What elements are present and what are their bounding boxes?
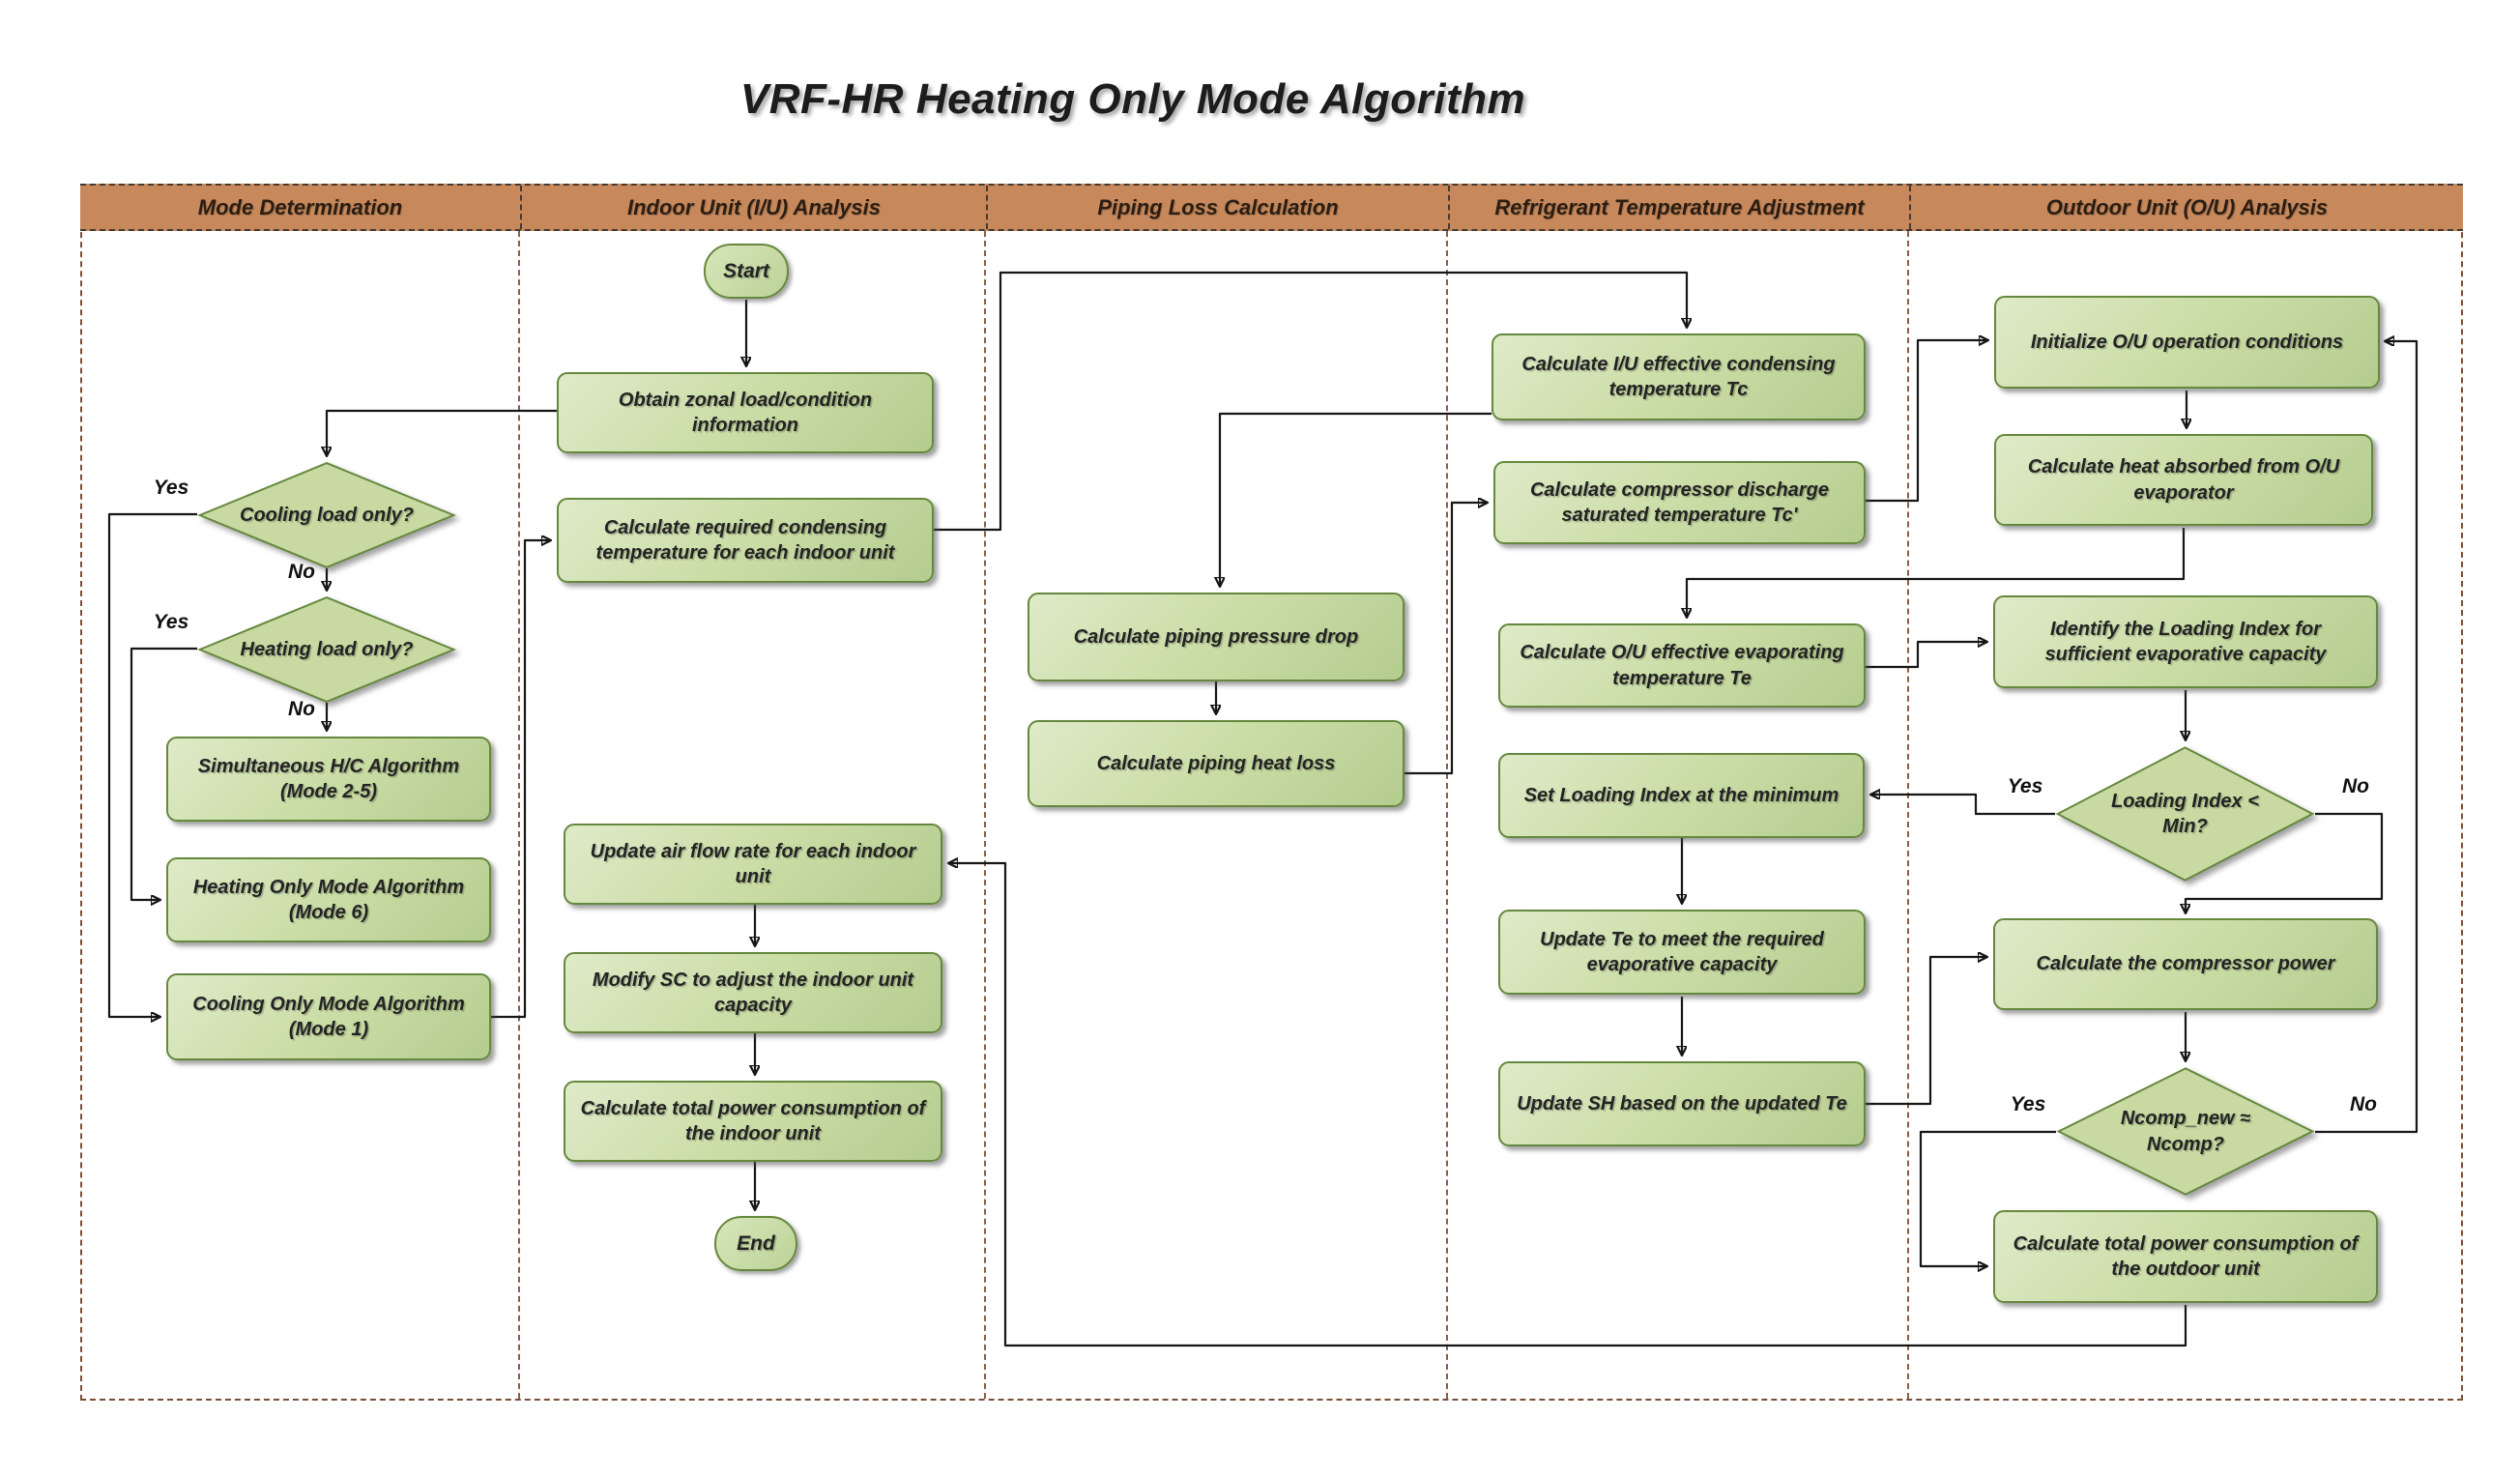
label-cooling-yes: Yes	[153, 477, 189, 499]
terminator-end: End	[714, 1216, 797, 1271]
process-calc-ou-evaporating-temp-te: Calculate O/U effective evaporating temp…	[1498, 623, 1866, 708]
lane-divider-4	[1907, 231, 1909, 1399]
label-heating-no: No	[288, 698, 315, 720]
label-ncomp-no: No	[2350, 1093, 2377, 1115]
lane-header-indoor-unit: Indoor Unit (I/U) Analysis	[520, 186, 986, 229]
page-title: VRF-HR Heating Only Mode Algorithm	[739, 75, 1526, 123]
process-initialize-ou-conditions: Initialize O/U operation conditions	[1994, 296, 2380, 389]
process-update-air-flow-rate: Update air flow rate for each indoor uni…	[564, 824, 942, 905]
decision-cooling-load-only: Cooling load only?	[197, 462, 456, 568]
label-heating-yes: Yes	[153, 611, 189, 633]
label-ncomp-yes: Yes	[2010, 1093, 2046, 1115]
decision-ncomp-converged: Ncomp_new ≈ Ncomp?	[2056, 1067, 2315, 1196]
process-calc-total-power-outdoor: Calculate total power consumption of the…	[1993, 1210, 2378, 1303]
lane-divider-1	[518, 231, 520, 1399]
process-set-loading-index-minimum: Set Loading Index at the minimum	[1498, 753, 1865, 838]
lane-header-piping-loss: Piping Loss Calculation	[986, 186, 1448, 229]
decision-loading-index-min: Loading Index < Min?	[2055, 746, 2315, 882]
process-calc-total-power-indoor: Calculate total power consumption of the…	[564, 1081, 942, 1162]
lane-header-outdoor-unit: Outdoor Unit (O/U) Analysis	[1909, 186, 2463, 229]
process-calc-compressor-power: Calculate the compressor power	[1993, 918, 2378, 1010]
terminator-start: Start	[704, 244, 789, 299]
process-heating-only-mode-algorithm: Heating Only Mode Algorithm (Mode 6)	[166, 857, 491, 942]
process-obtain-zonal-info: Obtain zonal load/condition information	[557, 372, 934, 453]
process-calc-piping-heat-loss: Calculate piping heat loss	[1028, 720, 1405, 807]
process-simultaneous-hc-algorithm: Simultaneous H/C Algorithm (Mode 2-5)	[166, 737, 491, 822]
process-calc-heat-absorbed: Calculate heat absorbed from O/U evapora…	[1994, 434, 2373, 526]
process-calc-piping-pressure-drop: Calculate piping pressure drop	[1028, 593, 1405, 681]
process-calc-iu-condensing-temp-tc: Calculate I/U effective condensing tempe…	[1492, 333, 1866, 420]
lane-divider-2	[984, 231, 986, 1399]
process-calc-compressor-discharge-temp: Calculate compressor discharge saturated…	[1493, 461, 1866, 544]
swimlane-header-row: Mode Determination Indoor Unit (I/U) Ana…	[80, 184, 2463, 231]
process-identify-loading-index: Identify the Loading Index for sufficien…	[1993, 595, 2378, 688]
process-update-te: Update Te to meet the required evaporati…	[1498, 910, 1866, 995]
label-loading-no: No	[2342, 775, 2369, 797]
lane-divider-3	[1446, 231, 1448, 1399]
lane-header-refrigerant-temp: Refrigerant Temperature Adjustment	[1448, 186, 1909, 229]
process-update-sh: Update SH based on the updated Te	[1498, 1061, 1866, 1146]
label-cooling-no: No	[288, 561, 315, 583]
label-loading-yes: Yes	[2007, 775, 2043, 797]
decision-heating-load-only: Heating load only?	[197, 596, 456, 703]
process-cooling-only-mode-algorithm: Cooling Only Mode Algorithm (Mode 1)	[166, 973, 491, 1060]
process-modify-sc: Modify SC to adjust the indoor unit capa…	[564, 952, 942, 1033]
lane-header-mode-determination: Mode Determination	[197, 194, 403, 219]
process-calc-required-condensing-temp: Calculate required condensing temperatur…	[557, 498, 934, 583]
